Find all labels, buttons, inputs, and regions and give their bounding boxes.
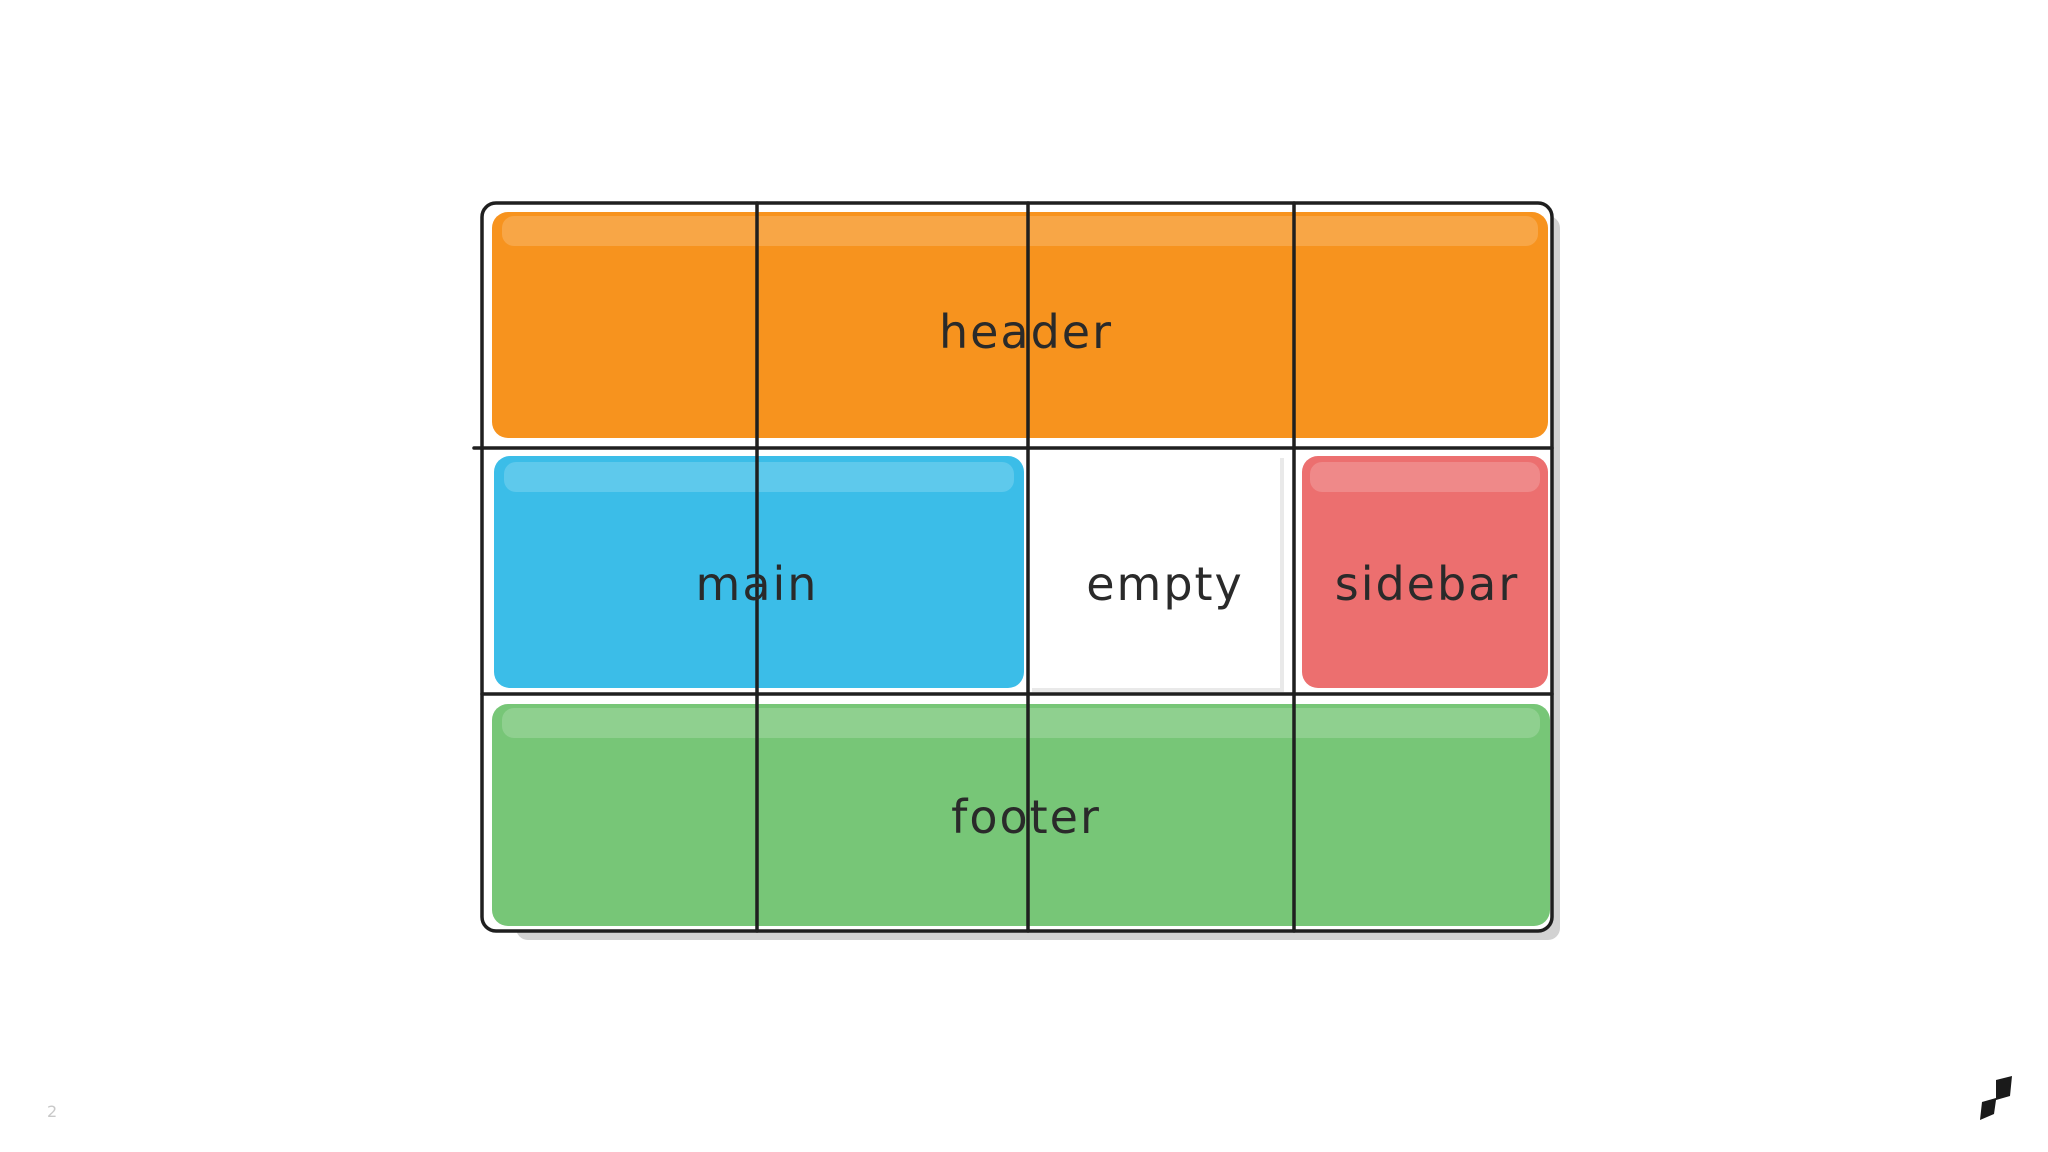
brand-logo-icon (1980, 1076, 2012, 1120)
main-label: main (695, 557, 819, 611)
brand-logo-shape (1980, 1076, 2012, 1120)
footer-label: footer (951, 790, 1101, 844)
page-number: 2 (47, 1102, 58, 1121)
sidebar-area-highlight (1310, 462, 1540, 492)
footer-area-highlight (502, 708, 1540, 738)
empty-label: empty (1086, 557, 1244, 611)
sidebar-label: sidebar (1334, 557, 1520, 611)
grid-outline (480, 201, 1554, 933)
grid-lines (472, 201, 1554, 933)
css-grid-areas-diagram: header main empty sidebar footer (472, 200, 1560, 940)
header-label: header (938, 305, 1114, 359)
sidebar-area (1302, 456, 1548, 688)
header-area-highlight (502, 216, 1538, 246)
empty-area (1032, 450, 1280, 688)
main-area (494, 456, 1024, 688)
main-area-highlight (504, 462, 1014, 492)
grid-diagram-canvas (472, 201, 1560, 940)
